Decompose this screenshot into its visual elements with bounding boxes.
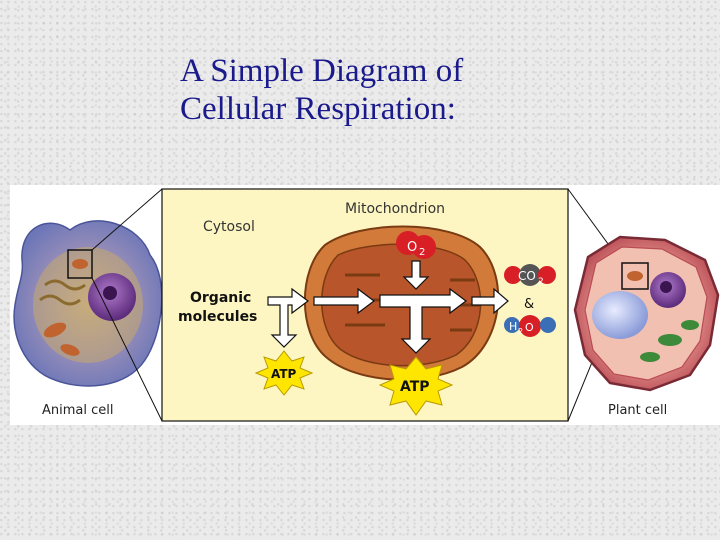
ampersand-label: &: [524, 297, 534, 312]
products-arrow: [471, 287, 509, 315]
slide-title: A Simple Diagram of Cellular Respiration…: [180, 52, 600, 128]
animal-cell-label: Animal cell: [42, 403, 114, 418]
respiration-figure: Animal cell Cytosol Mitochondrion O 2: [10, 185, 720, 425]
plant-chloroplast: [658, 334, 682, 346]
o2-arrow: [402, 260, 430, 290]
h2o-label-h: H: [509, 320, 517, 333]
h2o-subscript: 2: [518, 327, 523, 336]
glycolysis-arrow: [267, 287, 309, 348]
co2-label: CO: [518, 269, 536, 283]
co2-molecule: CO 2: [504, 264, 556, 287]
o2-label: O: [407, 240, 417, 255]
o2-subscript: 2: [419, 247, 425, 258]
h2o-label-o: O: [525, 321, 534, 334]
atp-starburst-large: ATP: [378, 356, 454, 416]
slide-title-line-2: Cellular Respiration:: [180, 91, 456, 127]
atp-starburst-small: ATP: [254, 350, 314, 396]
h2o-molecule: H 2 O: [504, 315, 556, 337]
respiration-diagram-svg: Animal cell Cytosol Mitochondrion O 2: [13, 188, 720, 422]
krebs-arrow: [379, 287, 467, 354]
atp-large-label: ATP: [400, 379, 430, 395]
animal-cell: Animal cell: [13, 220, 163, 418]
plant-cell: Plant cell: [573, 235, 720, 418]
atp-small-label: ATP: [271, 367, 297, 381]
animal-mitochondrion-organelle: [43, 322, 67, 338]
slide-title-line-1: A Simple Diagram of: [180, 53, 464, 89]
co2-subscript: 2: [538, 277, 544, 287]
pyruvate-arrow: [313, 287, 375, 315]
plant-cell-label: Plant cell: [608, 403, 667, 418]
plant-zoom-box: [621, 262, 649, 290]
cytosol-label: Cytosol: [203, 219, 255, 235]
animal-zoom-box: [67, 249, 93, 279]
o2-molecule: O 2: [396, 231, 436, 259]
organic-molecules-label-line-1: Organic: [190, 290, 251, 306]
mitochondrion-label: Mitochondrion: [345, 201, 445, 217]
plant-vacuole: [592, 291, 648, 339]
organic-molecules-label-line-2: molecules: [178, 309, 257, 325]
